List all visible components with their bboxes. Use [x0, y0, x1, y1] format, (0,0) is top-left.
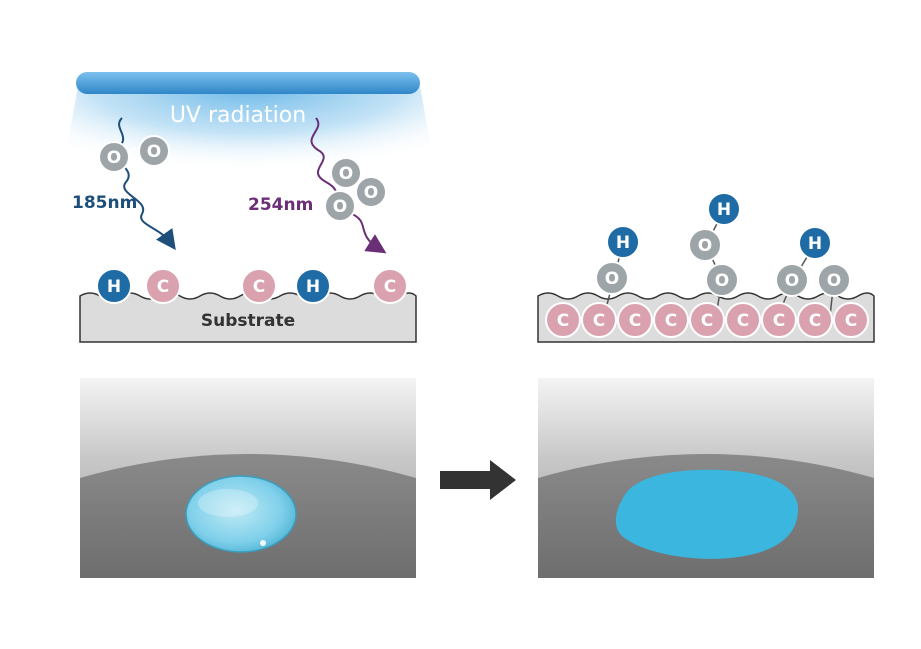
beaded-droplet — [185, 475, 297, 553]
svg-text:H: H — [717, 200, 731, 220]
svg-text:C: C — [809, 311, 821, 331]
svg-text:H: H — [616, 233, 630, 253]
wavelength-254-label: 254nm — [248, 195, 313, 215]
svg-text:C: C — [845, 311, 857, 331]
wavelength-185-label: 185nm — [72, 193, 137, 213]
svg-text:H: H — [306, 277, 320, 297]
svg-text:O: O — [147, 142, 161, 162]
svg-text:C: C — [737, 311, 749, 331]
svg-text:O: O — [364, 183, 378, 203]
svg-text:O: O — [827, 271, 841, 291]
svg-text:C: C — [701, 311, 713, 331]
functional-groups: O H O O H O H O — [595, 192, 851, 297]
svg-text:C: C — [629, 311, 641, 331]
svg-text:O: O — [333, 197, 347, 217]
wave-254-icon — [310, 117, 387, 254]
uv-lamp — [76, 72, 420, 94]
carbon-layer: C C C C C C C C C — [545, 302, 869, 338]
process-arrow-icon — [440, 460, 516, 500]
substrate-label: Substrate — [201, 311, 295, 331]
uv-radiation-label: UV radiation — [170, 103, 306, 128]
svg-text:O: O — [698, 236, 712, 256]
surface-contaminants: H C C H C — [96, 268, 408, 304]
svg-text:C: C — [384, 277, 396, 297]
photo-before — [80, 378, 416, 578]
svg-text:O: O — [715, 271, 729, 291]
svg-text:O: O — [107, 148, 121, 168]
photo-after — [538, 378, 874, 578]
svg-text:O: O — [339, 164, 353, 184]
svg-text:C: C — [157, 277, 169, 297]
svg-text:O: O — [785, 271, 799, 291]
wave-185-icon — [114, 117, 176, 251]
svg-text:C: C — [773, 311, 785, 331]
svg-text:C: C — [253, 277, 265, 297]
svg-text:H: H — [107, 277, 121, 297]
oxygen-molecule-185: O O — [98, 135, 170, 173]
spread-droplet — [615, 469, 799, 559]
svg-text:C: C — [593, 311, 605, 331]
svg-text:H: H — [808, 234, 822, 254]
svg-text:C: C — [557, 311, 569, 331]
ozone-molecule: O O O — [324, 157, 387, 222]
svg-text:O: O — [605, 269, 619, 289]
svg-text:C: C — [665, 311, 677, 331]
